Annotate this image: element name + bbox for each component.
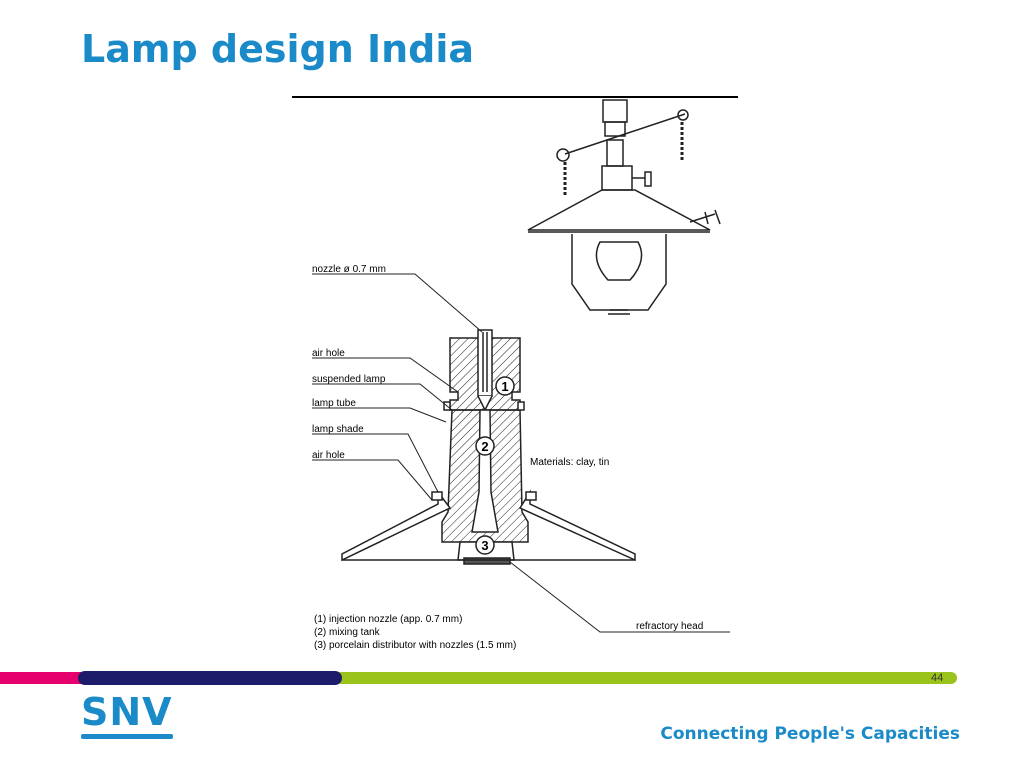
label-lamp-shade: lamp shade [312, 424, 364, 435]
legend-item-2: (2) mixing tank [314, 627, 381, 638]
marker-1: 1 [501, 379, 508, 394]
snv-logo: SNV [81, 692, 173, 739]
label-materials: Materials: clay, tin [530, 457, 609, 468]
label-lamp-tube: lamp tube [312, 398, 356, 409]
page-number: 44 [931, 672, 944, 684]
legend-item-3: (3) porcelain distributor with nozzles (… [314, 640, 516, 651]
marker-3: 3 [481, 538, 488, 553]
label-air-hole-bottom: air hole [312, 450, 345, 461]
footer-tagline: Connecting People's Capacities [660, 724, 960, 744]
marker-circle-2 [475, 436, 495, 456]
burner-cross-section [341, 329, 636, 565]
hanging-lamp-illustration [527, 99, 721, 315]
label-air-hole-top: air hole [312, 348, 345, 359]
marker-circles [475, 376, 515, 555]
lamp-diagram: 1 2 3 nozzle ø 0.7 mm air hole suspended… [292, 96, 738, 651]
marker-circle-3 [475, 535, 495, 555]
marker-circle-1 [495, 376, 515, 396]
label-suspended-lamp: suspended lamp [312, 374, 386, 385]
slide-title: Lamp design India [81, 27, 475, 71]
marker-2: 2 [481, 439, 488, 454]
snv-logo-underline [81, 734, 173, 739]
label-refractory-head: refractory head [636, 621, 703, 632]
snv-logo-text: SNV [81, 690, 173, 734]
label-nozzle: nozzle ø 0.7 mm [312, 264, 386, 275]
footer-color-bar [0, 671, 957, 685]
leader-lines [312, 273, 730, 633]
legend-item-1: (1) injection nozzle (app. 0.7 mm) [314, 614, 462, 625]
